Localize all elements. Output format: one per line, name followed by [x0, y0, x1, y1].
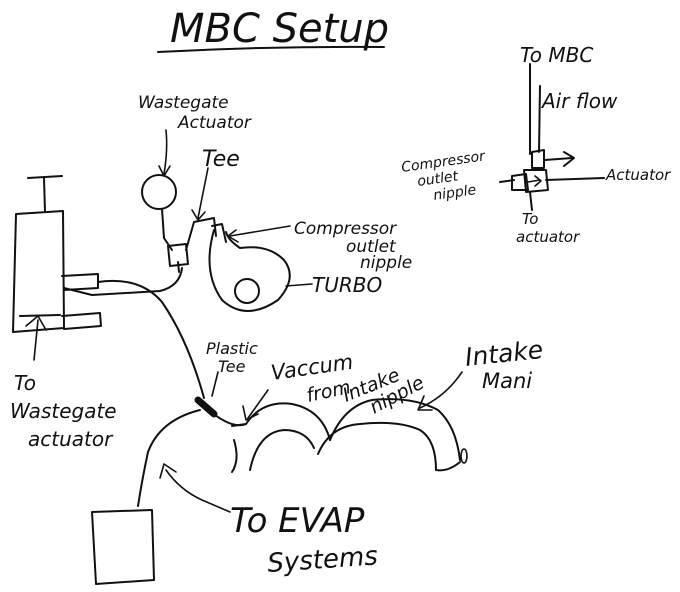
- rod: [43, 177, 46, 213]
- left-assembly: [12, 175, 205, 399]
- body-box: [12, 210, 65, 333]
- labels: Wastegate Actuator Tee Compressor outlet…: [10, 43, 671, 579]
- label-systems: Systems: [266, 541, 378, 579]
- intake-manifold: [231, 371, 468, 473]
- detail-tee-body: [523, 169, 549, 193]
- plastic-tee-pointer: [211, 371, 219, 397]
- label-turbo: TURBO: [312, 273, 382, 297]
- turbo: [208, 223, 313, 312]
- compressor-outlet: [211, 223, 227, 243]
- label-actuator: Actuator: [605, 166, 671, 184]
- label-to-wastegate-3: actuator: [28, 427, 114, 451]
- label-detail-compressor-2: outlet: [416, 168, 459, 190]
- label-plastic-tee-2: Tee: [218, 357, 246, 376]
- label-to-actuator-1: To: [522, 210, 539, 228]
- label-detail-compressor-3: nipple: [432, 182, 477, 204]
- detail-left-line: [499, 179, 515, 183]
- detail-upper-fitting: [531, 149, 545, 169]
- evap-pointer: [165, 469, 231, 513]
- detail-diagram: [499, 63, 605, 211]
- upper-nipple: [61, 273, 99, 291]
- tee-pointer: [197, 167, 209, 219]
- lower-nipple: [61, 312, 102, 330]
- label-air-flow: Air flow: [540, 89, 618, 113]
- hose-to-plastic-tee: [97, 279, 205, 399]
- airflow-arrow: [544, 157, 573, 161]
- diagram-title: MBC Setup: [170, 6, 389, 52]
- compressor-pointer: [229, 225, 291, 237]
- hose-to-tee: [63, 267, 183, 296]
- label-to-evap: To EVAP: [230, 501, 365, 541]
- rod-cap: [27, 175, 63, 179]
- arrow-head: [25, 315, 47, 331]
- label-to-mbc: To MBC: [520, 43, 593, 67]
- tee-line-to-turbo: [185, 217, 217, 251]
- turbo-housing: [208, 229, 291, 312]
- actuator-gauge: [141, 174, 177, 210]
- label-compressor-1: Compressor: [294, 219, 397, 239]
- label-to-actuator-2: actuator: [516, 228, 580, 246]
- actuator-and-tee: [141, 129, 217, 273]
- detail-right-line: [545, 177, 605, 181]
- vaccum-pointer: [247, 389, 269, 419]
- label-intake-mani-1: Intake: [464, 335, 545, 372]
- turbo-wheel: [234, 278, 260, 304]
- plastic-tee-assembly: [91, 371, 247, 585]
- tee-fitting: [167, 243, 189, 267]
- manifold-arch-1: [231, 402, 331, 441]
- label-tee: Tee: [202, 147, 240, 172]
- detail-down-line: [529, 191, 533, 211]
- detail-left-nipple: [511, 173, 529, 191]
- turbo-pointer: [285, 283, 313, 287]
- hose-to-evap: [137, 409, 201, 507]
- label-compressor-3: nipple: [360, 253, 412, 273]
- evap-box: [91, 509, 155, 585]
- actuator-pointer: [163, 129, 168, 175]
- label-to-wastegate-2: Wastegate: [10, 399, 117, 423]
- label-wastegate-actuator-2: Actuator: [177, 113, 252, 133]
- label-compressor-2: outlet: [346, 237, 397, 257]
- label-wastegate-actuator-1: Wastegate: [138, 93, 229, 113]
- airflow-line: [538, 85, 541, 153]
- intake-pointer: [419, 371, 463, 409]
- label-plastic-tee-1: Plastic: [206, 339, 258, 358]
- label-intake-mani-2: Mani: [482, 369, 532, 393]
- title-underline: [157, 45, 385, 53]
- manifold-arch-2: [329, 398, 461, 461]
- arrow-shaft: [33, 319, 39, 361]
- label-to-wastegate-1: To: [14, 371, 36, 395]
